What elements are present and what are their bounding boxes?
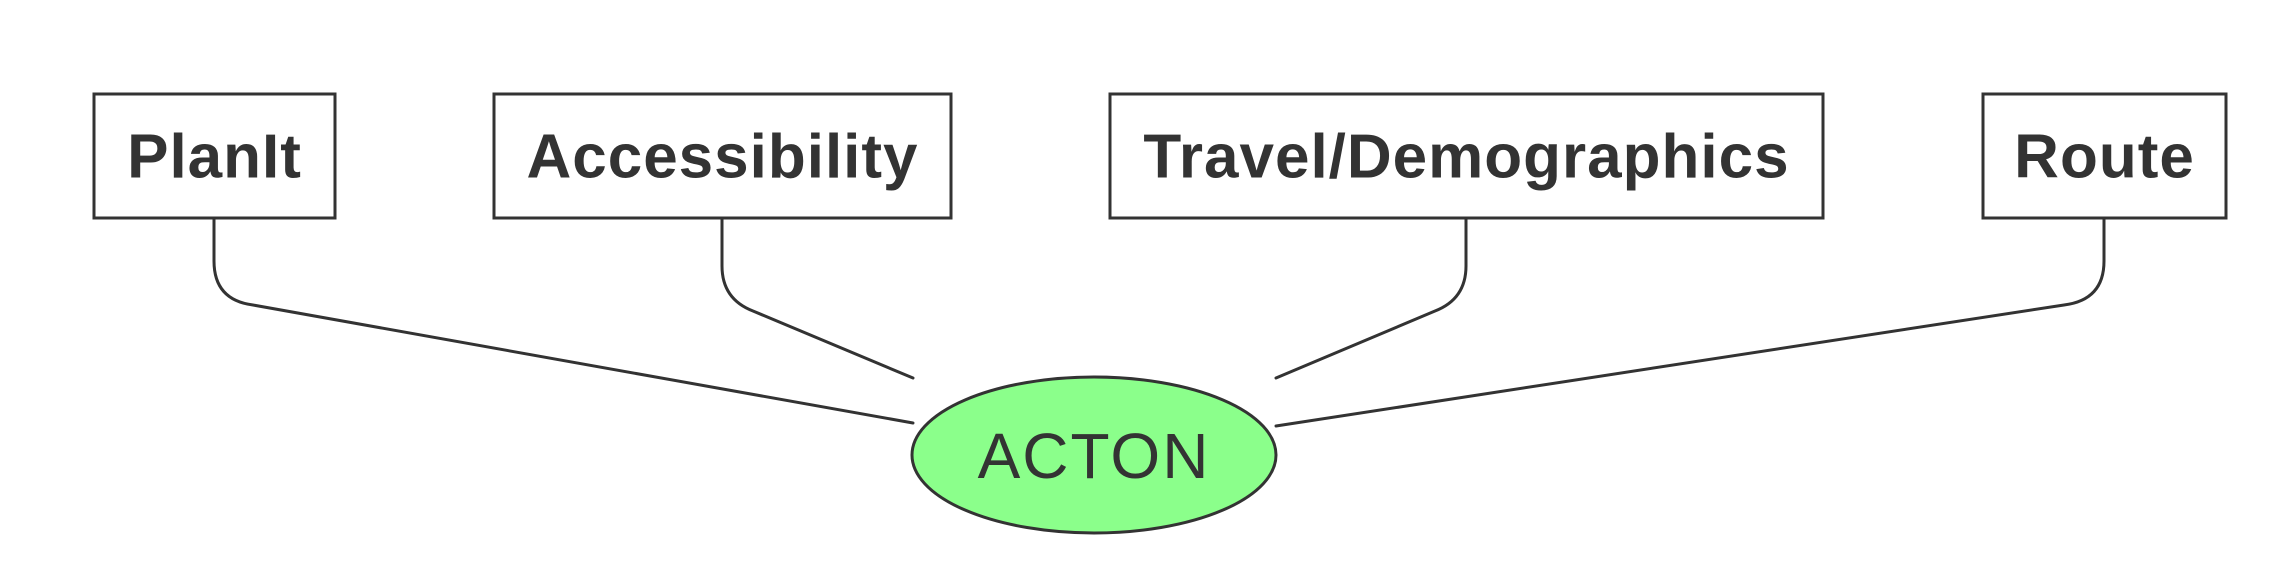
center-node: ACTON	[910, 375, 1278, 535]
connector-route	[1274, 216, 2106, 428]
node-travel-demographics: Travel/Demographics	[1108, 92, 1825, 220]
connector-planit	[212, 216, 915, 425]
center-ellipse	[910, 375, 1278, 535]
node-planit-label: PlanIt	[127, 123, 302, 192]
node-planit: PlanIt	[92, 92, 337, 220]
center-node-label: ACTON	[978, 420, 1211, 492]
node-route: Route	[1981, 92, 2228, 220]
node-accessibility-label: Accessibility	[526, 123, 918, 192]
node-route-label: Route	[2014, 123, 2195, 192]
node-accessibility: Accessibility	[492, 92, 953, 220]
node-travel-demographics-label: Travel/Demographics	[1143, 123, 1789, 192]
connector-travel-demographics	[1274, 216, 1468, 380]
connector-accessibility	[720, 216, 915, 380]
